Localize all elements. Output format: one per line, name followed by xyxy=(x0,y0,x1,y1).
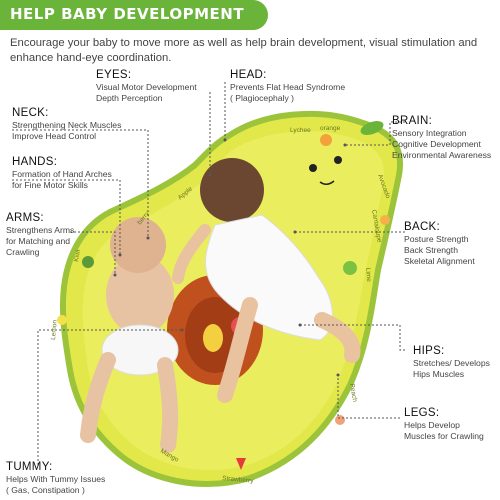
baby-one-head xyxy=(110,217,166,273)
leader-arms xyxy=(70,231,116,275)
label-hands: HANDS: Formation of Hand Arches for Fine… xyxy=(12,156,112,190)
label-brain-line-1: Sensory Integration xyxy=(392,127,467,138)
mat-label-strawberry: Strawberry xyxy=(222,475,255,485)
label-hips-title: HIPS: xyxy=(413,345,445,357)
lemon-fruit-icon xyxy=(57,315,67,325)
label-back-title: BACK: xyxy=(404,221,441,233)
label-hips-line-2: Hips Muscles xyxy=(413,368,465,379)
label-back-line-1: Posture Strength xyxy=(404,233,469,244)
mat-label-orange: orange xyxy=(320,125,341,132)
orange-fruit-icon xyxy=(320,134,332,146)
peach-fruit-icon xyxy=(335,415,345,425)
label-arms-line-2: for Matching and xyxy=(6,235,71,246)
label-neck-line-1: Strengthening Neck Muscles xyxy=(12,119,122,130)
mat-label-lychee: Lychee xyxy=(290,127,311,134)
label-back-line-3: Skeletal Alignment xyxy=(404,256,475,267)
baby-one-body xyxy=(106,255,174,335)
label-neck-line-2: Improve Head Control xyxy=(12,130,97,141)
label-head: HEAD: Prevents Flat Head Syndrome ( Plag… xyxy=(230,69,346,103)
label-legs-line-2: Muscles for Crawling xyxy=(404,430,484,441)
label-arms-line-1: Strengthens Arms xyxy=(6,224,75,235)
label-eyes-title: EYES: xyxy=(96,69,132,81)
lime-fruit-icon xyxy=(343,261,357,275)
label-hands-line-2: for Fine Motor Skills xyxy=(12,179,88,190)
label-legs: LEGS: Helps Develop Muscles for Crawling xyxy=(404,407,484,441)
banner-title: HELP BABY DEVELOPMENT xyxy=(10,5,245,23)
label-hands-line-1: Formation of Hand Arches xyxy=(12,168,112,179)
label-back: BACK: Posture Strength Back Strength Ske… xyxy=(404,221,475,267)
title-banner: HELP BABY DEVELOPMENT xyxy=(0,0,268,30)
intro-text: Encourage your baby to move more as well… xyxy=(10,37,478,64)
mat-label-peach: Peach xyxy=(348,383,358,403)
label-head-title: HEAD: xyxy=(230,69,267,81)
strawberry-fruit-icon xyxy=(236,458,246,470)
label-hands-title: HANDS: xyxy=(12,156,58,168)
leader-legs xyxy=(337,375,400,419)
label-tummy-line-2: ( Gas, Constipation ) xyxy=(6,484,85,495)
mat-label-lime: Lime xyxy=(364,268,372,283)
label-tummy-title: TUMMY: xyxy=(6,461,53,473)
label-back-line-2: Back Strength xyxy=(404,244,458,255)
label-hips-line-1: Stretches/ Develops xyxy=(413,357,490,368)
label-neck-title: NECK: xyxy=(12,107,49,119)
label-head-line-1: Prevents Flat Head Syndrome xyxy=(230,81,346,92)
label-brain-title: BRAIN: xyxy=(392,115,433,127)
leader-brain xyxy=(345,121,405,146)
label-brain: BRAIN: Sensory Integration Cognitive Dev… xyxy=(392,115,492,161)
label-arms-line-3: Crawling xyxy=(6,247,40,258)
label-eyes-line-2: Depth Perception xyxy=(96,92,163,103)
kiwi-fruit-icon xyxy=(82,256,94,268)
leader-neck xyxy=(12,129,149,238)
label-arms-title: ARMS: xyxy=(6,212,44,224)
cantaloupe-fruit-icon xyxy=(380,215,390,225)
leader-hands xyxy=(12,179,121,255)
label-brain-line-2: Cognitive Development xyxy=(392,138,481,149)
mat-label-kiwi: Kiwi xyxy=(73,249,82,262)
label-tummy: TUMMY: Helps With Tummy Issues ( Gas, Co… xyxy=(6,461,106,495)
label-tummy-line-1: Helps With Tummy Issues xyxy=(6,473,106,484)
label-eyes: EYES: Visual Motor Development Depth Per… xyxy=(96,69,197,103)
label-legs-title: LEGS: xyxy=(404,407,440,419)
baby-two-head xyxy=(200,158,264,222)
label-head-line-2: ( Plagiocephaly ) xyxy=(230,92,295,103)
label-neck: NECK: Strengthening Neck Muscles Improve… xyxy=(12,107,122,141)
leader-tummy xyxy=(37,329,182,465)
label-hips: HIPS: Stretches/ Develops Hips Muscles xyxy=(413,345,490,379)
baby-two-onesie xyxy=(205,214,333,341)
mat-label-lemon: Lemon xyxy=(50,319,59,340)
label-arms: ARMS: Strengthens Arms for Matching and … xyxy=(6,212,75,258)
leaf-icon xyxy=(360,121,384,135)
label-brain-line-3: Environmental Awareness xyxy=(392,150,492,161)
label-eyes-line-1: Visual Motor Development xyxy=(96,81,197,92)
pear-icon xyxy=(203,324,223,352)
label-legs-line-1: Helps Develop xyxy=(404,419,460,430)
leader-hips xyxy=(300,324,405,351)
